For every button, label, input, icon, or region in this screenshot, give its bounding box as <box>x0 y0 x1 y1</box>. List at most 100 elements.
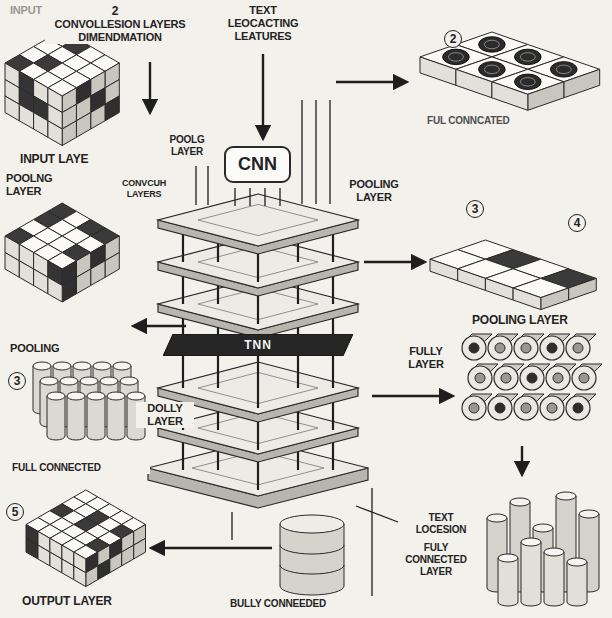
layer-label: FULLY LAYER <box>398 345 454 371</box>
arrow <box>364 261 424 263</box>
cylinder-top <box>120 377 138 385</box>
roll-core <box>579 373 589 383</box>
layer-label: FUL CONNCATED <box>425 115 565 127</box>
cylinder <box>107 392 125 440</box>
layer-label: INPUT <box>8 4 68 17</box>
node-text: TNN <box>244 338 272 352</box>
cube-cell <box>86 566 98 587</box>
cube-cell <box>34 113 48 138</box>
cube-cell <box>50 552 62 573</box>
cube-cell <box>34 269 48 294</box>
cube-cell <box>513 288 541 310</box>
pooling-slab <box>430 240 596 310</box>
cylinder-body <box>87 396 105 440</box>
cylinder-top <box>521 538 541 546</box>
leader-line <box>207 166 208 205</box>
cube-cell <box>76 269 90 294</box>
cube-cell <box>91 261 105 286</box>
roll <box>566 334 596 360</box>
cylinder <box>567 558 587 606</box>
leader-line <box>301 100 302 204</box>
cnn-box: CNN <box>224 146 291 183</box>
band-fill <box>163 334 353 356</box>
plate-top <box>158 194 358 246</box>
roll-core <box>573 403 583 413</box>
roll-end <box>572 366 596 390</box>
cube-cell <box>105 253 119 278</box>
cylinder-top <box>40 377 58 385</box>
arrow <box>521 446 523 474</box>
output-cube <box>26 490 146 587</box>
layer-label: OUTPUT LAYER <box>20 594 150 608</box>
roll-core <box>521 343 531 353</box>
roll-end <box>566 396 590 420</box>
cylinder <box>498 554 518 606</box>
layer-label: POOLING LAYER <box>338 178 410 204</box>
tile-disc-rim <box>520 53 535 61</box>
cube-cell <box>62 559 74 580</box>
roll <box>566 394 596 420</box>
cylinder-body <box>280 524 344 595</box>
roll-end <box>462 396 486 420</box>
roll-end <box>514 336 538 360</box>
leader-line <box>249 188 250 206</box>
cube-cell <box>48 277 62 302</box>
cube-cell <box>485 278 513 300</box>
cylinder-top <box>510 498 530 506</box>
cube-cell <box>492 82 528 111</box>
roll-core <box>521 403 531 413</box>
pooling-cube <box>5 203 119 302</box>
roll-core <box>573 343 583 353</box>
layer-label: 2 <box>105 4 125 18</box>
cylinder-body <box>521 542 541 606</box>
cube-cell <box>430 259 458 281</box>
cube-cell <box>541 288 569 310</box>
cylinder <box>544 548 564 606</box>
cube-cell <box>134 538 146 559</box>
cube-cell <box>48 121 62 146</box>
cylinder-body <box>498 558 518 606</box>
roll-core <box>527 373 537 383</box>
leader-line <box>329 100 330 204</box>
cylinder <box>47 392 65 440</box>
cylinder-body <box>567 562 587 606</box>
cylinder-top <box>80 377 98 385</box>
cylinder-top <box>53 362 71 370</box>
roll-end <box>540 336 564 360</box>
cube-cell <box>98 559 110 580</box>
roll-core <box>501 373 511 383</box>
leader-line <box>264 188 265 206</box>
node-text: CNN <box>238 154 277 174</box>
cube-cell <box>74 566 86 587</box>
cube-cell <box>528 82 564 111</box>
roll-end <box>566 336 590 360</box>
leader-line <box>371 488 372 596</box>
tile-disc-rim <box>484 65 499 73</box>
tile-disc-rim <box>448 53 463 61</box>
cube-cell <box>62 121 76 146</box>
cylinder-top <box>487 514 507 522</box>
database-band <box>280 545 344 554</box>
roll-end <box>514 396 538 420</box>
cylinder-top <box>498 554 518 562</box>
cylinder-top <box>544 548 564 556</box>
cube-cell <box>38 545 50 566</box>
cube-cell <box>19 261 33 286</box>
cylinder-top <box>113 362 131 370</box>
roll-end <box>520 366 544 390</box>
cube-cell <box>105 96 119 121</box>
cube-cell <box>564 69 600 98</box>
cylinder-top <box>73 362 91 370</box>
cylinder-body <box>67 396 85 440</box>
callout-number: 4 <box>568 214 586 232</box>
cylinder-top <box>280 515 344 533</box>
leader-line <box>315 100 316 204</box>
tnn-band: TNN <box>163 334 353 356</box>
cylinder-top <box>579 510 599 518</box>
cube-cell <box>110 552 122 573</box>
arrow <box>149 62 151 112</box>
arrow <box>372 395 452 397</box>
tile-disc <box>479 62 506 77</box>
arrow <box>336 81 406 83</box>
input-cube <box>5 30 119 146</box>
